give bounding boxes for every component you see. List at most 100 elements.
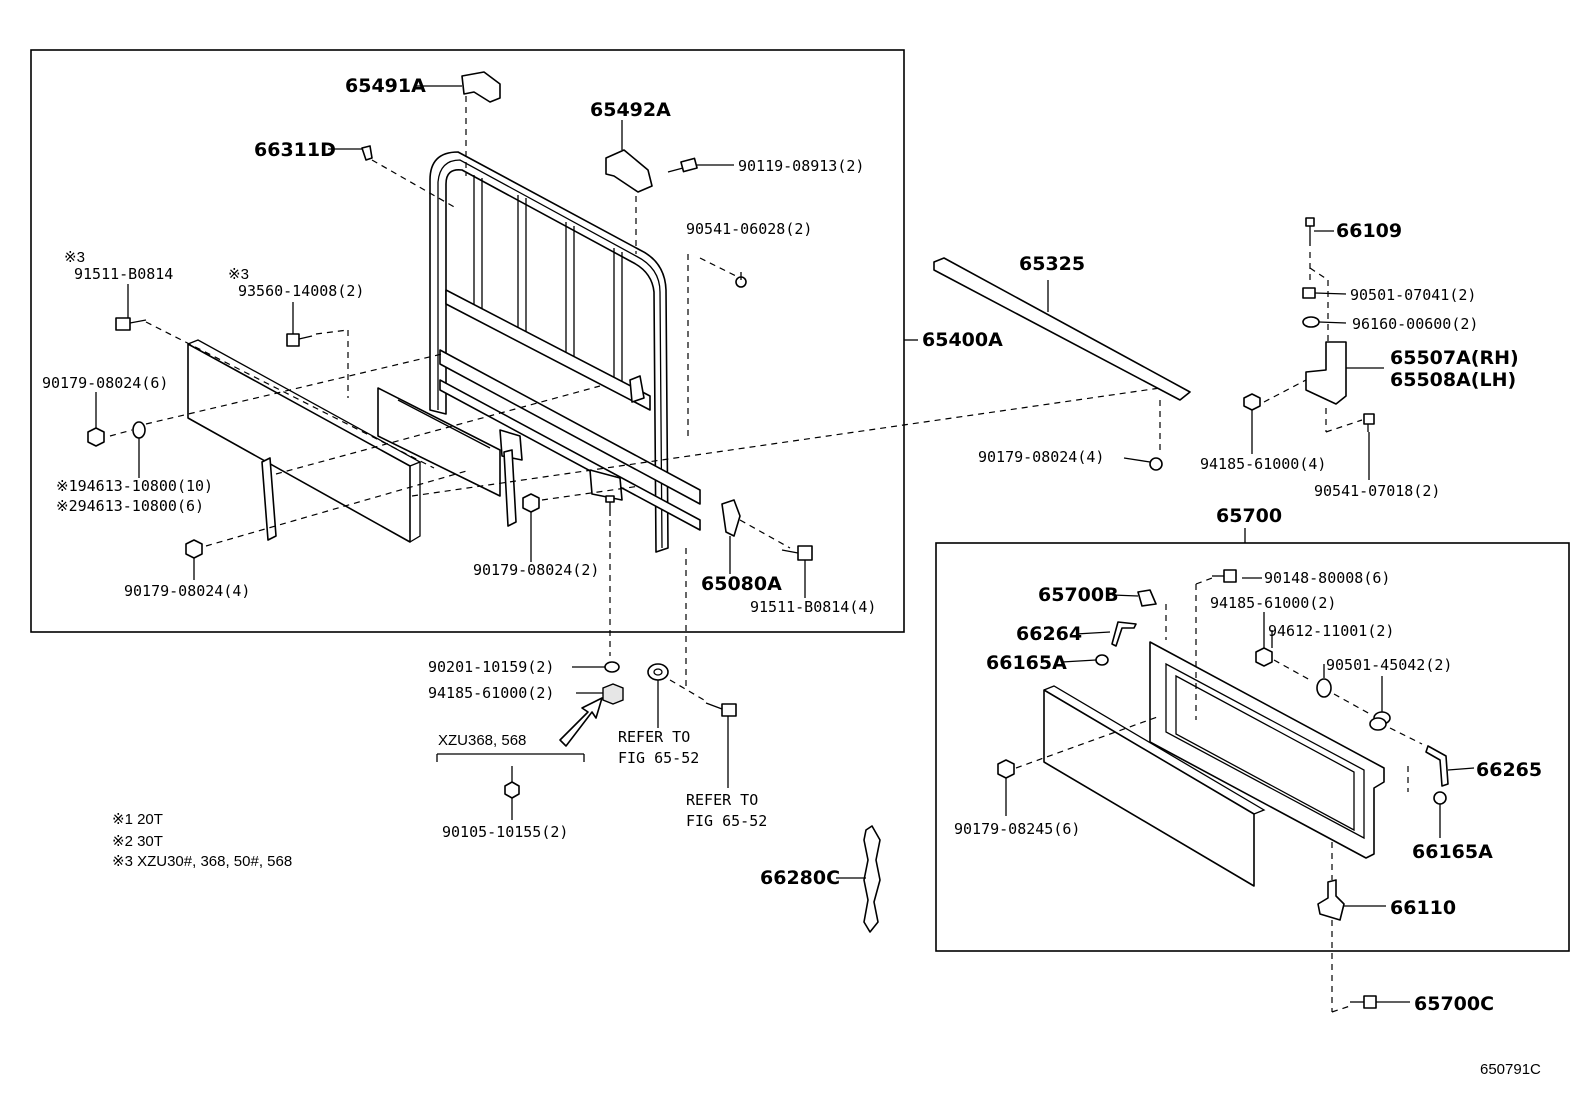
label-94612-11001: 94612-11001(2) — [1268, 622, 1394, 640]
tailgate-frame[interactable] — [1149, 641, 1385, 859]
bolt-refer-65-52[interactable] — [705, 702, 737, 717]
nut-90179-4a[interactable] — [185, 539, 203, 559]
nut-94185-61000-2a[interactable] — [602, 683, 624, 705]
label-65507A: 65507A(RH) — [1390, 347, 1519, 369]
label-66311D: 66311D — [254, 139, 336, 161]
stake-mid[interactable] — [503, 449, 517, 527]
label-mark3-a: ※3 — [64, 249, 85, 266]
label-90179-08024-4b: 90179-08024(4) — [978, 448, 1104, 466]
label-66110: 66110 — [1390, 897, 1456, 919]
leader-lines — [95, 85, 1475, 1003]
bolt-90119[interactable] — [667, 157, 698, 173]
label-94185-61000-2b: 94185-61000(2) — [1210, 594, 1336, 612]
note-1: ※1 20T — [112, 811, 163, 828]
label-294613-10800: ※294613-10800(6) — [56, 497, 204, 515]
hinge-65507A[interactable] — [1305, 341, 1347, 405]
bolt-90148[interactable] — [1212, 569, 1237, 583]
nut-90179-2[interactable] — [522, 493, 540, 513]
grip-66165A-a[interactable] — [1095, 654, 1109, 666]
label-65325: 65325 — [1019, 253, 1085, 275]
note-3: ※3 XZU30#, 368, 50#, 568 — [112, 853, 292, 870]
nut-90179-08024-4b[interactable] — [1149, 457, 1163, 471]
label-90201-10159: 90201-10159(2) — [428, 658, 554, 676]
grip-66165A-b[interactable] — [1433, 791, 1447, 805]
label-90501-45042: 90501-45042(2) — [1326, 656, 1452, 674]
label-refer-2-line1: REFER TO — [686, 791, 758, 809]
headboard-frame[interactable] — [377, 151, 701, 553]
washer-96160[interactable] — [1302, 316, 1320, 328]
nut-94185-61000-2b[interactable] — [1255, 647, 1273, 667]
collar-90501-07041[interactable] — [1302, 287, 1316, 299]
tailgate-panel[interactable] — [1043, 689, 1255, 887]
label-65491A: 65491A — [345, 75, 426, 97]
nut-90179-6[interactable] — [87, 427, 105, 447]
label-refer-1-line2: FIG 65-52 — [618, 749, 699, 767]
label-66165A-b: 66165A — [1412, 841, 1493, 863]
label-90179-08024-2: 90179-08024(2) — [473, 561, 599, 579]
figure-id: 650791C — [1480, 1061, 1541, 1078]
screw-90541-06028[interactable] — [735, 272, 747, 288]
nut-94185-61000-4[interactable] — [1243, 393, 1261, 411]
bolt-90105-10155[interactable] — [504, 766, 520, 799]
stud-below-frame[interactable] — [605, 495, 615, 516]
label-66109: 66109 — [1336, 220, 1402, 242]
handle-66264[interactable] — [1111, 621, 1137, 647]
label-94185-61000-2a: 94185-61000(2) — [428, 684, 554, 702]
label-96160-00600: 96160-00600(2) — [1352, 315, 1478, 333]
label-65700C: 65700C — [1414, 993, 1494, 1015]
washer-94613[interactable] — [132, 421, 146, 439]
label-91511-B0814-4: 91511-B0814(4) — [750, 598, 876, 616]
lock-rod-66280C[interactable] — [863, 825, 881, 933]
label-xzu-models: XZU368, 568 — [438, 732, 526, 749]
label-90541-06028: 90541-06028(2) — [686, 220, 812, 238]
hinge-66110[interactable] — [1317, 879, 1345, 921]
label-94185-61000-4: 94185-61000(4) — [1200, 455, 1326, 473]
label-66280C: 66280C — [760, 867, 840, 889]
label-90105-10155: 90105-10155(2) — [442, 823, 568, 841]
label-mark3-b: ※3 — [228, 266, 249, 283]
label-65492A: 65492A — [590, 99, 671, 121]
plate-65700B[interactable] — [1137, 589, 1157, 607]
bolt-65700C[interactable] — [1350, 995, 1377, 1009]
latch-65080A[interactable] — [721, 499, 741, 537]
pin-66109[interactable] — [1305, 217, 1315, 246]
label-66265: 66265 — [1476, 759, 1542, 781]
bolt-91511-B0814-left[interactable] — [115, 317, 147, 331]
label-90501-07041: 90501-07041(2) — [1350, 286, 1476, 304]
washer-90201[interactable] — [604, 661, 620, 673]
washer-90501-45042[interactable] — [1316, 678, 1332, 698]
bushing-refer-65-52[interactable] — [647, 663, 669, 681]
stake-left[interactable] — [261, 457, 277, 541]
label-66165A-a: 66165A — [986, 652, 1067, 674]
label-90179-08024-4a: 90179-08024(4) — [124, 582, 250, 600]
label-65700B: 65700B — [1038, 584, 1119, 606]
label-66264: 66264 — [1016, 623, 1082, 645]
bracket-65492A[interactable] — [605, 149, 653, 193]
label-65400A: 65400A — [922, 329, 1003, 351]
sill-65325[interactable] — [933, 257, 1191, 401]
headboard-group-box — [30, 49, 905, 633]
screw-90541-07018[interactable] — [1363, 413, 1375, 432]
note-2: ※2 30T — [112, 833, 163, 850]
label-65080A: 65080A — [701, 573, 782, 595]
label-refer-1-line1: REFER TO — [618, 728, 690, 746]
label-90119-08913: 90119-08913(2) — [738, 157, 864, 175]
label-refer-2-line2: FIG 65-52 — [686, 812, 767, 830]
assembly-lines — [109, 96, 1423, 1013]
top-clip-65491A[interactable] — [461, 71, 501, 103]
label-90541-07018: 90541-07018(2) — [1314, 482, 1440, 500]
front-side-board[interactable] — [187, 343, 411, 543]
clip-66311D[interactable] — [361, 145, 373, 161]
handle-66265[interactable] — [1425, 745, 1449, 787]
label-65700: 65700 — [1216, 505, 1282, 527]
spring-94612[interactable] — [1369, 711, 1391, 731]
bolt-91511-B0814-4[interactable] — [781, 545, 813, 561]
label-90148-80008: 90148-80008(6) — [1264, 569, 1390, 587]
label-90179-08245: 90179-08245(6) — [954, 820, 1080, 838]
label-91511-B0814: 91511-B0814 — [74, 265, 173, 283]
nut-90179-08245[interactable] — [997, 759, 1015, 779]
label-194613-10800: ※194613-10800(10) — [56, 477, 213, 495]
tailgate-group-box — [935, 542, 1570, 952]
bolt-93560[interactable] — [286, 333, 313, 347]
